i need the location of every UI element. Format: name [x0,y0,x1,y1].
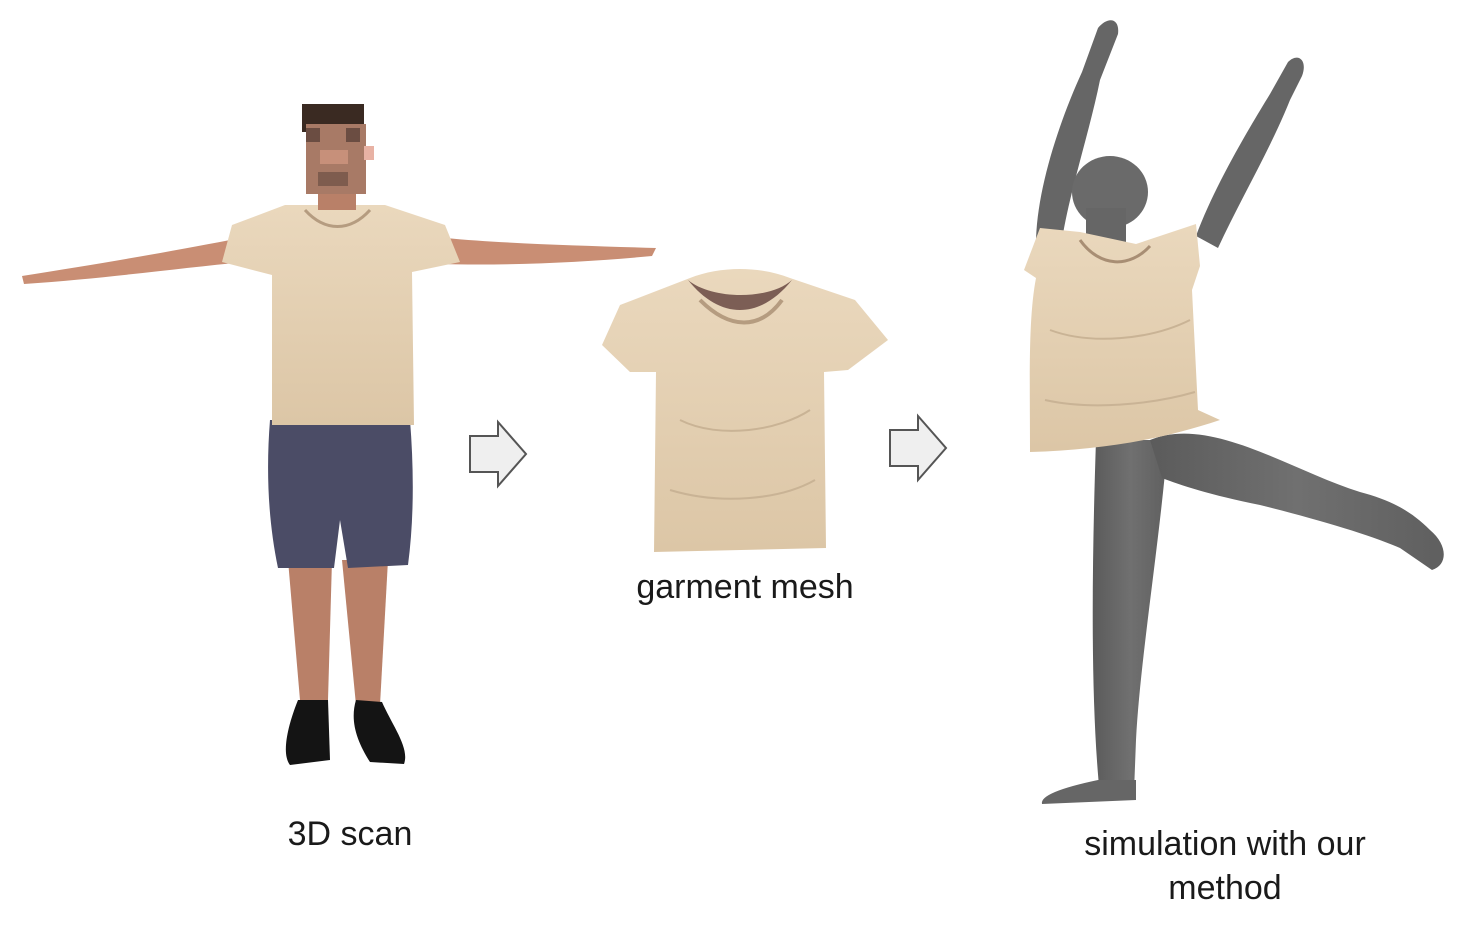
caption-3d-scan: 3D scan [287,815,413,853]
scan-right-arm [440,238,656,265]
caption-garment-mesh: garment mesh [636,568,854,606]
sim-standing-leg [1092,440,1168,796]
simulation-figure [1024,20,1444,804]
scan-shorts [268,420,413,568]
right-arrow-icon [469,419,528,489]
scan-left-arm [22,238,245,284]
sim-raised-leg [1150,433,1444,570]
sim-left-arm [1036,20,1119,246]
scan-left-shoe [285,700,330,765]
scan-figure [22,104,656,765]
caption-simulation-line1: simulation with our [1084,825,1366,863]
sim-foot [1041,780,1136,804]
scan-right-shoe [353,700,406,764]
sim-right-arm [1196,57,1304,248]
garment-mesh [602,269,888,552]
scan-shirt [222,205,460,425]
scan-right-leg [342,560,388,705]
caption-simulation-line2: method [1168,869,1282,907]
scan-head-pixelated [302,104,374,194]
caption-simulation: simulation with our method [1040,822,1410,910]
scan-left-leg [288,560,332,700]
right-arrow-icon [889,413,948,483]
